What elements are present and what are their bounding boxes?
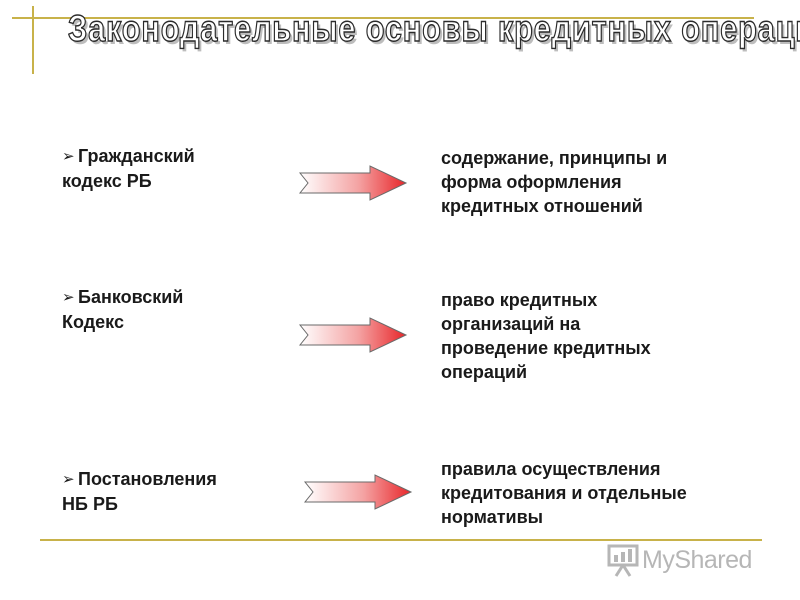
result-text-1: содержание, принципы и форма оформления … <box>441 146 761 218</box>
slide-title: Законодательные основы кредитных операци… <box>67 7 800 49</box>
result-line: кредитных отношений <box>441 196 643 216</box>
result-line: правила осуществления <box>441 459 661 479</box>
left-rule <box>32 6 34 74</box>
source-line: НБ РБ <box>62 494 118 514</box>
result-line: кредитования и отдельные <box>441 483 687 503</box>
result-line: содержание, принципы и <box>441 148 668 168</box>
arrow-right-icon <box>298 165 408 201</box>
bullet-arrow-icon: ➢ <box>62 148 75 165</box>
result-line: операций <box>441 362 528 382</box>
bullet-arrow-icon: ➢ <box>62 471 75 488</box>
bullet-arrow-icon: ➢ <box>62 289 75 306</box>
source-line: Гражданский <box>78 146 195 166</box>
source-line: Кодекс <box>62 312 124 332</box>
watermark-brand: MyShared <box>642 545 752 574</box>
result-text-3: правила осуществления кредитования и отд… <box>441 457 761 529</box>
source-item-nb-resolutions: ➢Постановления НБ РБ <box>62 467 272 516</box>
arrow-right-icon <box>303 474 413 510</box>
arrow-right-icon <box>298 317 408 353</box>
source-item-banking-code: ➢Банковский Кодекс <box>62 285 272 334</box>
result-line: проведение кредитных <box>441 338 651 358</box>
source-line: Постановления <box>78 469 217 489</box>
source-item-civil-code: ➢Гражданский кодекс РБ <box>62 144 272 193</box>
source-line: кодекс РБ <box>62 171 152 191</box>
watermark-logo: MyShared <box>606 540 776 580</box>
result-text-2: право кредитных организаций на проведени… <box>441 288 761 384</box>
presentation-board-icon <box>607 544 639 577</box>
bottom-rule <box>40 539 762 541</box>
result-line: право кредитных <box>441 290 598 310</box>
result-line: нормативы <box>441 507 544 527</box>
result-line: организаций на <box>441 314 581 334</box>
top-rule <box>12 17 754 19</box>
source-line: Банковский <box>78 287 184 307</box>
result-line: форма оформления <box>441 172 622 192</box>
